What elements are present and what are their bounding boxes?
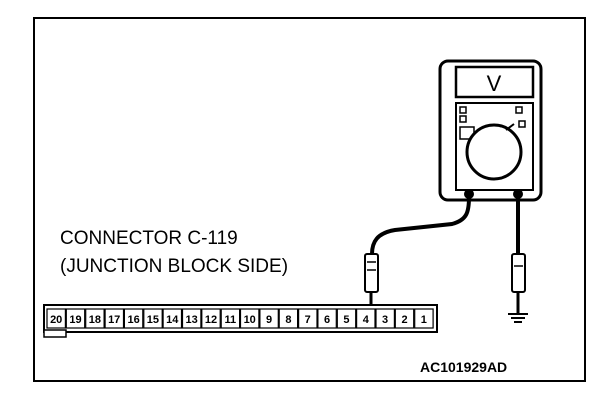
pin-cell bbox=[220, 308, 241, 329]
meter-symbol: V bbox=[487, 71, 502, 96]
probe-handle-positive bbox=[364, 253, 379, 293]
pin-cell bbox=[298, 308, 318, 329]
pin-cell bbox=[414, 308, 434, 329]
pin-number: 1 bbox=[421, 314, 427, 326]
pin-number: 7 bbox=[305, 314, 311, 326]
pin-number: 18 bbox=[89, 314, 101, 326]
connector-side: (JUNCTION BLOCK SIDE) bbox=[60, 256, 288, 277]
switch-key-right-2 bbox=[518, 120, 526, 128]
pin-number: 10 bbox=[244, 314, 256, 326]
pin-number: 14 bbox=[166, 314, 179, 326]
pin-number: 8 bbox=[285, 314, 291, 326]
pin-cell bbox=[46, 308, 66, 329]
ground-symbol bbox=[508, 313, 528, 323]
pin-cell bbox=[143, 308, 163, 329]
probe-handle-negative bbox=[511, 253, 526, 293]
pin-number: 9 bbox=[266, 314, 272, 326]
pin-number: 13 bbox=[185, 314, 197, 326]
pin-number: 5 bbox=[343, 314, 349, 326]
pin-cell bbox=[65, 308, 86, 329]
test-lead-positive bbox=[370, 196, 471, 255]
pin-number: 6 bbox=[324, 314, 330, 326]
multimeter: V bbox=[438, 59, 543, 202]
pin-cell bbox=[356, 308, 376, 329]
pin-number: 12 bbox=[205, 314, 217, 326]
pin-cell bbox=[239, 308, 260, 329]
pin-cell bbox=[278, 308, 299, 329]
pin-cell bbox=[259, 308, 279, 329]
pin-cell bbox=[336, 308, 357, 329]
pin-number: 4 bbox=[363, 314, 370, 326]
switch-key-left-1 bbox=[459, 106, 467, 114]
pin-cell bbox=[85, 308, 105, 329]
pin-number: 3 bbox=[382, 314, 388, 326]
range-dial bbox=[465, 123, 523, 181]
probe-jack-negative bbox=[513, 189, 523, 199]
multimeter-display bbox=[454, 65, 535, 99]
figure-id: AC101929AD bbox=[420, 359, 507, 375]
switch-key-right-1 bbox=[515, 106, 523, 114]
pin-number: 11 bbox=[224, 314, 236, 326]
pin-number: 19 bbox=[69, 314, 81, 326]
pin-number: 16 bbox=[127, 314, 139, 326]
pin-cell bbox=[123, 308, 144, 329]
probe-jack-positive bbox=[464, 189, 474, 199]
pin-cell bbox=[104, 308, 125, 329]
pin-number: 15 bbox=[147, 314, 159, 326]
dial-pointer bbox=[505, 123, 515, 131]
pin-number: 2 bbox=[401, 314, 407, 326]
connector-name: CONNECTOR C-119 bbox=[60, 228, 238, 249]
pin-number: 20 bbox=[50, 314, 62, 326]
switch-key-left-2 bbox=[459, 115, 467, 123]
pin-cell bbox=[394, 308, 415, 329]
pin-cell bbox=[201, 308, 221, 329]
pin-cell bbox=[375, 308, 395, 329]
pin-cell bbox=[317, 308, 337, 329]
pin-number: 17 bbox=[108, 314, 120, 326]
pin-cell bbox=[162, 308, 183, 329]
pin-cell bbox=[181, 308, 202, 329]
connector-lock-tab bbox=[43, 329, 67, 338]
